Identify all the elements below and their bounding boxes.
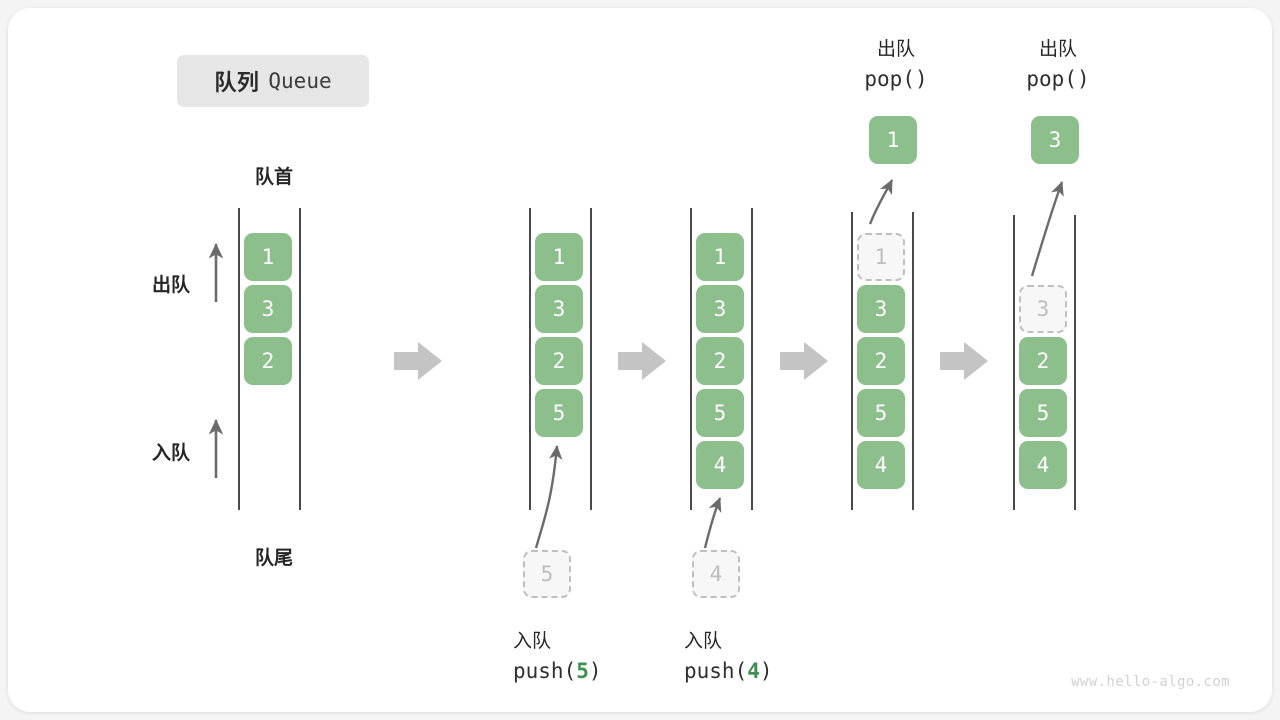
rail-right-col-2	[590, 208, 592, 510]
title-english: Queue	[268, 69, 332, 93]
flow-arrow	[394, 342, 442, 380]
pending-item[interactable]: 4	[692, 550, 740, 598]
flow-arrow	[940, 342, 988, 380]
rail-left-col-5	[1013, 215, 1015, 510]
queue-item[interactable]: 2	[244, 337, 292, 385]
pop-1-arrow	[868, 179, 894, 225]
queue-item[interactable]: 3	[696, 285, 744, 333]
page-title: 队列 Queue	[177, 55, 369, 107]
queue-item[interactable]: 2	[1019, 337, 1067, 385]
queue-item[interactable]: 4	[696, 441, 744, 489]
rail-left-col-1	[238, 208, 240, 510]
rail-right-col-1	[299, 208, 301, 510]
top-caption-code: pop()	[1026, 66, 1090, 91]
code-number: 5	[576, 658, 589, 683]
queue-item-ghost[interactable]: 1	[857, 233, 905, 281]
rail-left-col-4	[851, 212, 853, 510]
code-prefix: push(	[513, 658, 577, 683]
queue-item[interactable]: 2	[696, 337, 744, 385]
code-number: 4	[747, 658, 760, 683]
bottom-caption-cn: 入队	[513, 631, 552, 652]
popped-item[interactable]: 1	[869, 116, 917, 164]
queue-item-ghost[interactable]: 3	[1019, 285, 1067, 333]
watermark: www.hello-algo.com	[1071, 674, 1230, 690]
queue-item[interactable]: 3	[244, 285, 292, 333]
diagram-card: 队列 Queue 队首 队尾 出队 入队 出队 pop() 出队 pop() 入…	[8, 8, 1272, 712]
queue-item[interactable]: 5	[1019, 389, 1067, 437]
queue-item[interactable]: 3	[857, 285, 905, 333]
enqueue-side-label: 入队	[152, 443, 191, 464]
queue-item[interactable]: 5	[857, 389, 905, 437]
push-5-arrow	[534, 445, 563, 549]
dequeue-side-label: 出队	[152, 275, 191, 296]
queue-tail-label: 队尾	[254, 548, 293, 569]
arrow-overlay	[208, 179, 1064, 549]
bottom-caption-code: push(5)	[513, 656, 602, 686]
rail-left-col-2	[529, 208, 531, 510]
queue-item[interactable]: 2	[535, 337, 583, 385]
pending-item[interactable]: 5	[523, 550, 571, 598]
queue-item[interactable]: 4	[1019, 441, 1067, 489]
bottom-caption-push-5: 入队 push(5)	[513, 628, 602, 686]
bottom-caption-code: push(4)	[684, 656, 773, 686]
title-chinese: 队列	[214, 70, 260, 95]
top-caption-pop-3: 出队 pop()	[983, 36, 1133, 94]
queue-item[interactable]: 3	[535, 285, 583, 333]
queue-item[interactable]: 1	[535, 233, 583, 281]
top-caption-pop-1: 出队 pop()	[821, 36, 971, 94]
rail-right-col-4	[912, 212, 914, 510]
queue-item[interactable]: 5	[696, 389, 744, 437]
flow-arrow	[618, 342, 666, 380]
rail-right-col-3	[751, 208, 753, 510]
bottom-caption-cn: 入队	[684, 631, 723, 652]
top-caption-cn: 出队	[876, 39, 915, 60]
code-suffix: )	[759, 658, 773, 683]
queue-head-label: 队首	[254, 167, 293, 188]
top-caption-code: pop()	[864, 66, 928, 91]
queue-item[interactable]: 4	[857, 441, 905, 489]
queue-item[interactable]: 1	[696, 233, 744, 281]
popped-item[interactable]: 3	[1031, 116, 1079, 164]
rail-left-col-3	[690, 208, 692, 510]
push-4-arrow	[703, 497, 722, 549]
bottom-caption-push-4: 入队 push(4)	[684, 628, 773, 686]
queue-item[interactable]: 2	[857, 337, 905, 385]
code-suffix: )	[588, 658, 602, 683]
queue-item[interactable]: 5	[535, 389, 583, 437]
queue-item[interactable]: 1	[244, 233, 292, 281]
code-prefix: push(	[684, 658, 748, 683]
top-caption-cn: 出队	[1038, 39, 1077, 60]
rail-right-col-5	[1074, 215, 1076, 510]
pop-3-arrow	[1030, 181, 1064, 277]
flow-arrow	[780, 342, 828, 380]
